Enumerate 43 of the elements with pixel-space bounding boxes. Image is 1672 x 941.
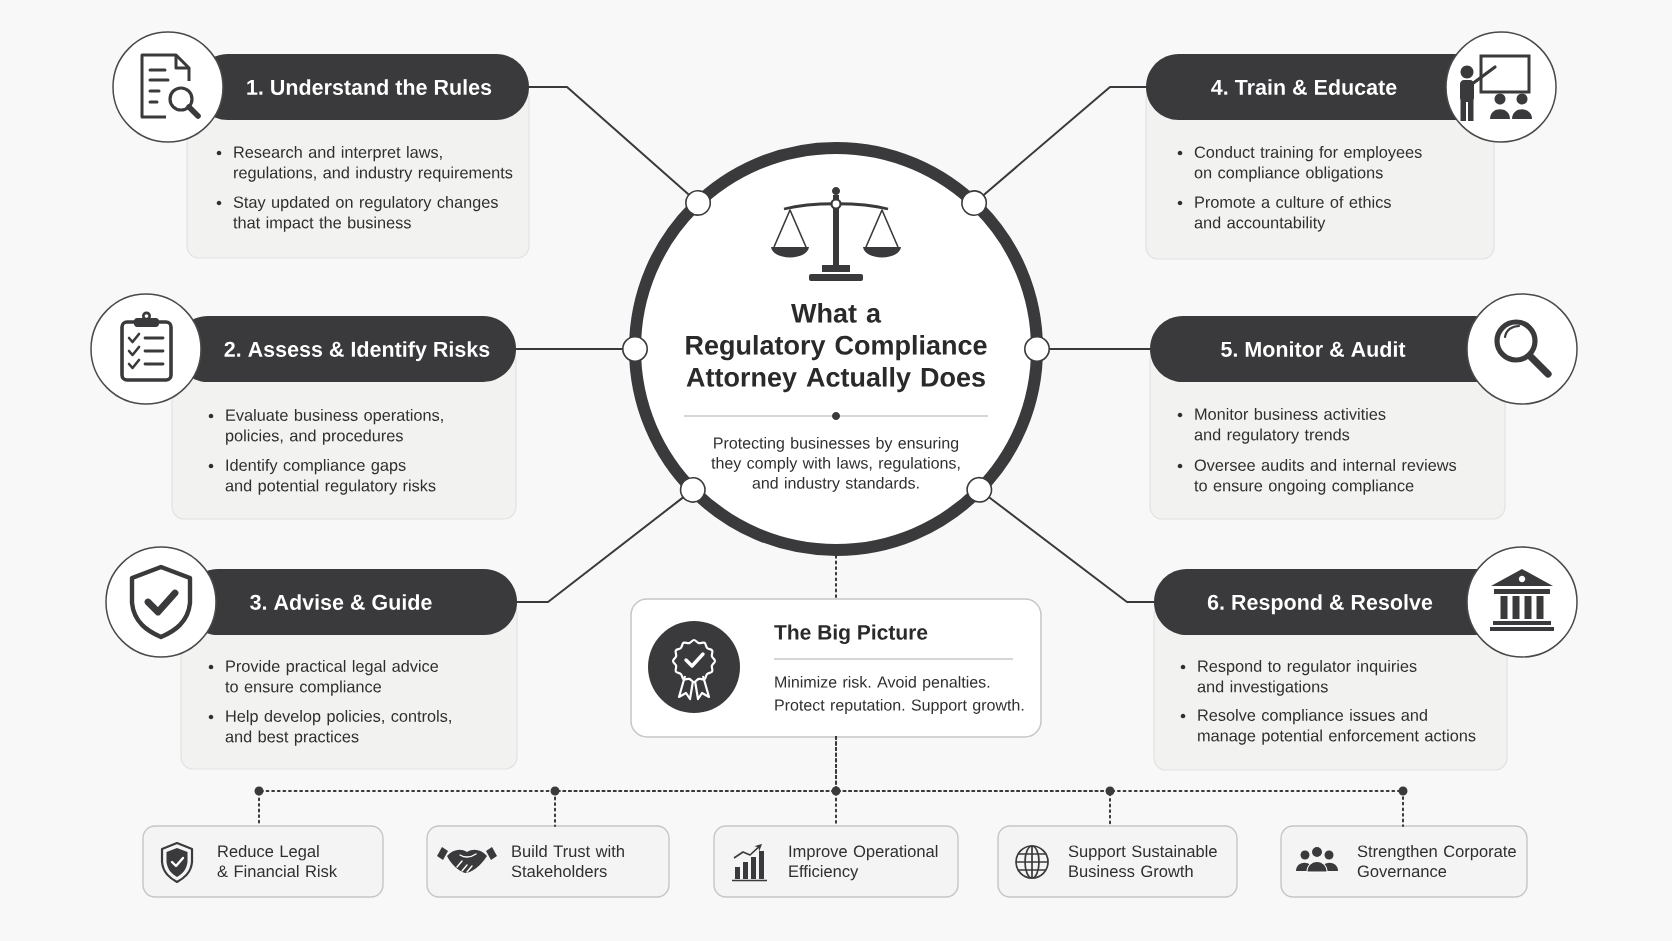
card <box>90 293 517 520</box>
connector-line <box>1024 336 1151 362</box>
card <box>1153 546 1578 771</box>
bullet-text: Respond to regulator inquiries and investigations <box>1197 660 1417 696</box>
dotted-line <box>835 736 1404 827</box>
bullet-text: Identify compliance gaps and potential regulatory risks <box>225 459 436 495</box>
benefit-text: Improve Operational Efficiency <box>789 845 938 881</box>
dotted-line <box>835 555 837 600</box>
bullet-text: Evaluate business operations, policies, and procedures <box>226 409 443 445</box>
title: What a Regulatory Compliance Attorney Actually Does <box>686 303 987 393</box>
bullet-text: Monitor business activities and regulatory trends <box>1194 408 1386 444</box>
benefit-box <box>713 825 959 898</box>
bullet-text: Promote a culture of ethics and accountability <box>1194 196 1391 232</box>
connector-line <box>961 86 1147 217</box>
benefit-box <box>1280 825 1528 898</box>
bullet-text: Oversee audits and internal reviews to ensure ongoing compliance <box>1194 459 1457 495</box>
benefit-text: Reduce Legal & Financial Risk <box>217 845 338 878</box>
benefit-text: Support Sustainable Business Growth <box>1068 845 1217 878</box>
card <box>112 31 530 259</box>
bullet-text: Resolve compliance issues and manage potential enforcement actions <box>1198 709 1476 745</box>
header-bar: 1. Understand the Rules <box>195 54 529 120</box>
connector-line <box>966 476 1155 603</box>
bullet-text: Conduct training for employees on compliance obligations <box>1194 146 1422 182</box>
bullet-text: Stay updated on regulatory changes that impact the business <box>233 196 498 232</box>
body-text: Minimize risk. Avoid penalties. Protect reputation. Support growth. <box>775 676 1024 714</box>
subtitle: Protecting businesses by ensuring they comply with laws, regulations, and industry standards. <box>711 437 960 492</box>
connector-line <box>516 476 706 603</box>
bullet-text: Provide practical legal advice to ensure compliance <box>225 660 439 696</box>
benefit-text: Strengthen Corporate Governance <box>1357 845 1516 878</box>
bullet-text: Research and interpret laws, regulations, and industry requirements <box>234 146 513 182</box>
bullet-text: Help develop policies, controls, and best practices <box>225 710 451 746</box>
card <box>105 546 518 770</box>
benefit-box <box>142 825 384 898</box>
benefit-box <box>997 825 1238 898</box>
card <box>1149 293 1578 520</box>
heading: The Big Picture <box>774 624 928 645</box>
connector-line <box>515 336 648 362</box>
benefit-text: Build Trust with Stakeholders <box>511 845 624 878</box>
connector-line <box>528 86 712 216</box>
card <box>1145 31 1557 260</box>
benefit-box <box>426 825 670 898</box>
header-bar: 2. Assess & Identify Risks <box>175 316 516 382</box>
summary-box <box>630 598 1042 738</box>
